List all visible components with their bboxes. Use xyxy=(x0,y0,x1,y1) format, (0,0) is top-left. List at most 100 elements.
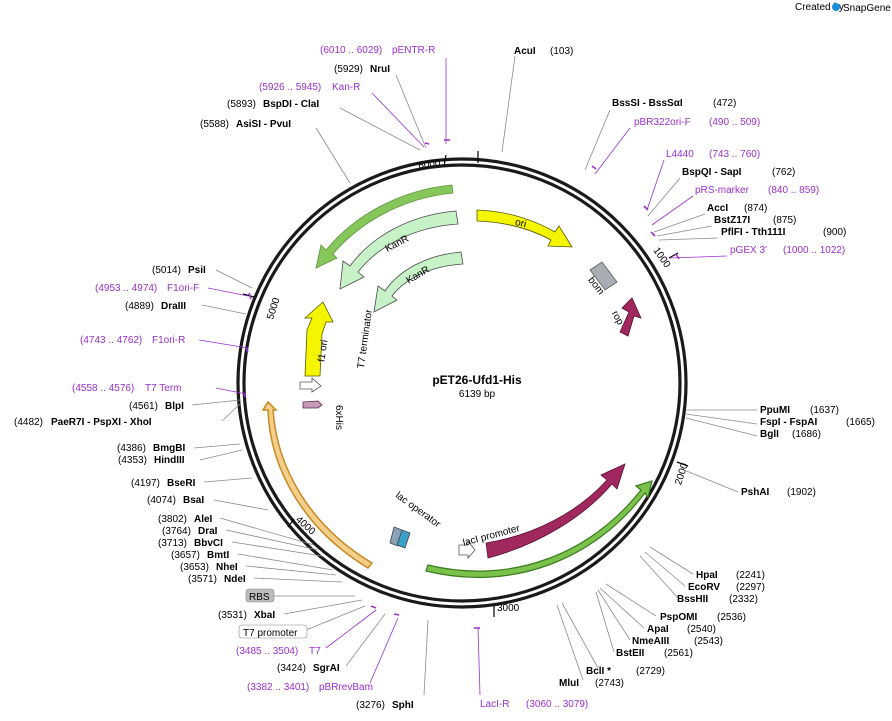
label-pshai[interactable]: PshAI (1902) xyxy=(741,487,816,498)
svg-text:(3653): (3653) xyxy=(180,562,209,573)
svg-text:(490 .. 509): (490 .. 509) xyxy=(709,117,760,128)
leader-alei xyxy=(219,517,315,546)
label-nmeaiii[interactable]: NmeAIII (2543) xyxy=(632,636,723,647)
svg-text:(875): (875) xyxy=(773,215,796,226)
label-bspqi[interactable]: BspQI - SapI (762) xyxy=(682,167,795,178)
label-sgrai[interactable]: (3424) SgrAI xyxy=(277,663,340,674)
svg-text:(4386): (4386) xyxy=(117,443,146,454)
label-rbs[interactable]: RBS xyxy=(245,588,275,603)
label-t7[interactable]: (3485 .. 3504) T7 xyxy=(236,646,321,657)
svg-text:(1637): (1637) xyxy=(810,405,839,416)
feature-t7-terminator-label: T7 terminator xyxy=(356,308,375,369)
label-t7-promoter[interactable]: T7 promoter xyxy=(238,624,308,639)
label-bstz17i[interactable]: BstZ17I (875) xyxy=(714,215,796,226)
svg-text:BlpI: BlpI xyxy=(165,401,184,412)
label-draiii[interactable]: (4889) DraIII xyxy=(125,301,186,312)
label-sphi[interactable]: (3276) SphI xyxy=(356,700,414,711)
label-bgli[interactable]: BglI (1686) xyxy=(760,429,821,440)
label-nhei[interactable]: (3653) NheI xyxy=(180,562,238,573)
svg-text:(2729): (2729) xyxy=(636,666,665,677)
label-bmgbi[interactable]: (4386) BmgBI xyxy=(117,443,185,454)
label-acui[interactable]: AcuI (103) xyxy=(514,46,573,57)
label-fspi[interactable]: FspI - FspAI (1665) xyxy=(760,417,875,428)
label-nrui[interactable]: (5929) NruI xyxy=(334,64,390,75)
feature-6xhis[interactable] xyxy=(302,400,323,409)
feature-t7-terminator[interactable] xyxy=(299,377,322,393)
label-alei[interactable]: (3802) AleI xyxy=(158,514,213,525)
feature-kanr-arrow-1[interactable] xyxy=(339,210,459,290)
label-hpai[interactable]: HpaI (2241) xyxy=(696,570,765,581)
label-f1ori-f[interactable]: (4953 .. 4974) F1ori-F xyxy=(95,283,199,294)
svg-text:(3485 .. 3504): (3485 .. 3504) xyxy=(236,646,298,657)
label-pgex3[interactable]: pGEX 3' (1000 .. 1022) xyxy=(730,245,845,256)
label-bbvci[interactable]: (3713) BbvCI xyxy=(158,538,223,549)
leader-drai xyxy=(225,529,319,551)
svg-text:(2743): (2743) xyxy=(595,678,624,689)
label-laci-r[interactable]: LacI-R (3060 .. 3079) xyxy=(480,699,588,710)
label-xbai[interactable]: (3531) XbaI xyxy=(218,610,275,621)
svg-text:SphI: SphI xyxy=(392,700,414,711)
svg-text:(2332): (2332) xyxy=(729,594,758,605)
label-bsai[interactable]: (4074) BsaI xyxy=(147,495,204,506)
label-blpi[interactable]: (4561) BlpI xyxy=(129,401,184,412)
label-pflfi[interactable]: PflFI - Tth111I (900) xyxy=(721,227,846,238)
feature-bom[interactable] xyxy=(589,261,618,291)
svg-text:(3424): (3424) xyxy=(277,663,306,674)
svg-text:BssSI - BssSαI: BssSI - BssSαI xyxy=(612,98,683,109)
label-bsshii[interactable]: BssHII (2332) xyxy=(677,594,758,605)
label-pspomi[interactable]: PspOMI (2536) xyxy=(660,612,746,623)
label-apai[interactable]: ApaI (2540) xyxy=(647,624,716,635)
feature-ori-arrow[interactable] xyxy=(476,209,573,248)
feature-ufd1-cds[interactable] xyxy=(261,400,374,569)
svg-text:L4440: L4440 xyxy=(666,149,694,160)
label-kan-r[interactable]: (5926 .. 5945) Kan-R xyxy=(259,82,360,93)
label-bsssi[interactable]: BssSI - BssSαI (472) xyxy=(612,98,736,109)
feature-laci[interactable] xyxy=(485,463,626,559)
label-pbrrevbam[interactable]: (3382 .. 3401) pBRrevBam xyxy=(247,682,373,693)
label-hindiii[interactable]: (4353) HindIII xyxy=(118,455,185,466)
label-acci[interactable]: AccI (874) xyxy=(707,203,767,214)
label-drai[interactable]: (3764) DraI xyxy=(162,526,218,537)
feature-rop[interactable] xyxy=(619,297,642,337)
label-bcli[interactable]: BclI * (2729) xyxy=(586,666,665,677)
label-pbr322ori-f[interactable]: pBR322ori-F (490 .. 509) xyxy=(634,117,760,128)
feature-f1ori-label: f1 ori xyxy=(316,339,330,363)
label-pentr-r[interactable]: (6010 .. 6029) pENTR-R xyxy=(320,45,435,56)
label-bspdi[interactable]: (5893) BspDI - ClaI xyxy=(227,99,319,110)
label-mlui[interactable]: MluI (2743) xyxy=(559,678,624,689)
label-bseri[interactable]: (4197) BseRI xyxy=(131,478,196,489)
label-paer7i[interactable]: (4482) PaeR7I - PspXI - XhoI xyxy=(14,417,152,428)
label-ppumi[interactable]: PpuMI (1637) xyxy=(760,405,839,416)
svg-text:MluI: MluI xyxy=(559,678,579,689)
label-psii[interactable]: (5014) PsiI xyxy=(152,265,206,276)
leader-bsteii xyxy=(595,591,615,653)
label-ndei[interactable]: (3571) NdeI xyxy=(188,574,246,585)
label-prs-marker[interactable]: pRS-marker (840 .. 859) xyxy=(695,185,819,196)
label-asisi[interactable]: (5588) AsiSI - PvuI xyxy=(200,119,291,130)
label-t7-term[interactable]: (4558 .. 4576) T7 Term xyxy=(72,383,182,394)
feature-f1-ori[interactable] xyxy=(303,301,334,377)
svg-text:BglI: BglI xyxy=(760,429,779,440)
label-bsteii[interactable]: BstEII (2561) xyxy=(616,648,693,659)
feature-laci-promoter[interactable] xyxy=(458,539,476,560)
backbone-inner xyxy=(242,163,682,603)
feature-kanr-arrow-2[interactable] xyxy=(373,251,464,313)
label-f1ori-r[interactable]: (4743 .. 4762) F1ori-R xyxy=(80,335,185,346)
leader-sgrai xyxy=(345,613,386,667)
leader-blpi xyxy=(191,399,241,406)
svg-text:DraIII: DraIII xyxy=(161,301,186,312)
leader-pflfi xyxy=(658,237,719,241)
leader-hpai xyxy=(649,546,694,575)
leader-f1ori-f xyxy=(207,287,249,297)
leader-nrui xyxy=(395,74,427,149)
svg-text:PflFI - Tth111I: PflFI - Tth111I xyxy=(721,227,786,238)
svg-text:PaeR7I - PspXI - XhoI: PaeR7I - PspXI - XhoI xyxy=(51,417,152,428)
label-bmti[interactable]: (3657) BmtI xyxy=(171,550,229,561)
svg-text:HindIII: HindIII xyxy=(154,455,185,466)
label-l4440[interactable]: L4440 (743 .. 760) xyxy=(666,149,760,160)
leader-fspi xyxy=(685,413,758,425)
svg-text:AsiSI - PvuI: AsiSI - PvuI xyxy=(236,119,291,130)
label-ecorv[interactable]: EcoRV (2297) xyxy=(688,582,765,593)
leader-t7prom xyxy=(305,605,366,631)
